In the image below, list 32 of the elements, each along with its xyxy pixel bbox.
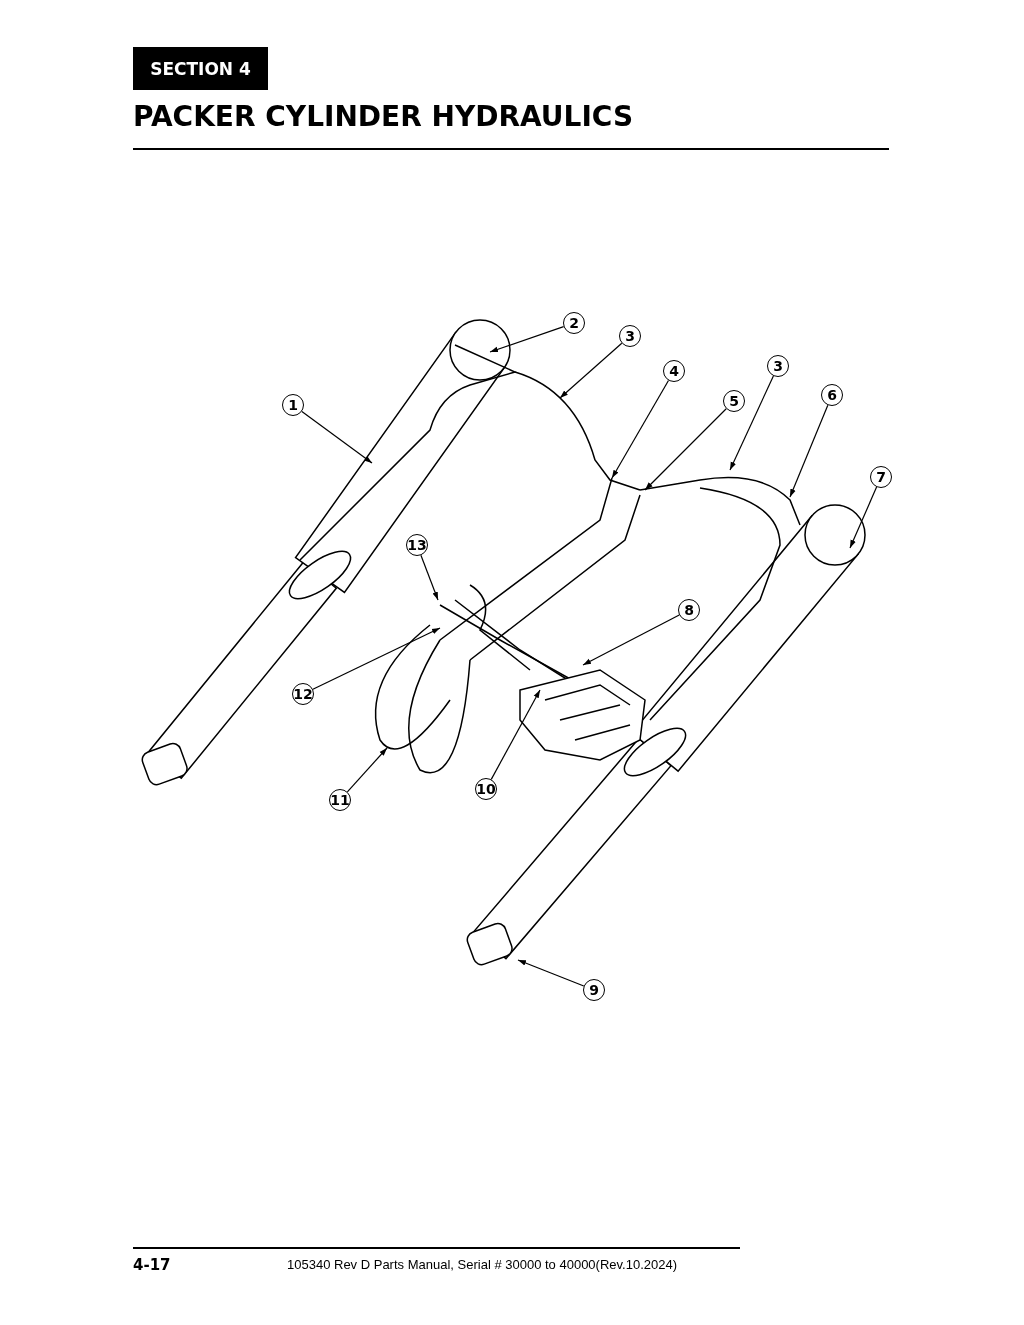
callout-number: 12 [292, 683, 314, 705]
callout-number: 2 [563, 312, 585, 334]
leader-line [582, 614, 680, 666]
callout-number: 5 [723, 390, 745, 412]
leader-line [301, 410, 373, 464]
page-number: 4-17 [133, 1256, 171, 1274]
callout-number: 9 [583, 979, 605, 1001]
leader-line [420, 554, 439, 601]
leader-line [489, 326, 565, 353]
leader-line [490, 689, 541, 780]
leader-line [789, 404, 829, 498]
leader-line [346, 747, 388, 793]
leader-line [729, 375, 774, 471]
callout-number: 4 [663, 360, 685, 382]
callout-number: 6 [821, 384, 843, 406]
callout-number: 10 [475, 778, 497, 800]
leader-line [644, 408, 727, 491]
leader-line [849, 486, 878, 549]
leader-line [611, 379, 670, 479]
callout-number: 3 [619, 325, 641, 347]
leader-line [312, 627, 441, 690]
callout-number: 1 [282, 394, 304, 416]
section-tag: SECTION 4 [133, 47, 268, 90]
callout-number: 11 [329, 789, 351, 811]
callout-number: 7 [870, 466, 892, 488]
callout-number: 3 [767, 355, 789, 377]
leader-line [517, 959, 585, 987]
callout-number: 13 [406, 534, 428, 556]
callout-number: 8 [678, 599, 700, 621]
page-title: PACKER CYLINDER HYDRAULICS [133, 100, 634, 133]
footer-text: 105340 Rev D Parts Manual, Serial # 30000 to 40000(Rev.10.2024) [287, 1257, 677, 1272]
leader-line [559, 342, 623, 399]
